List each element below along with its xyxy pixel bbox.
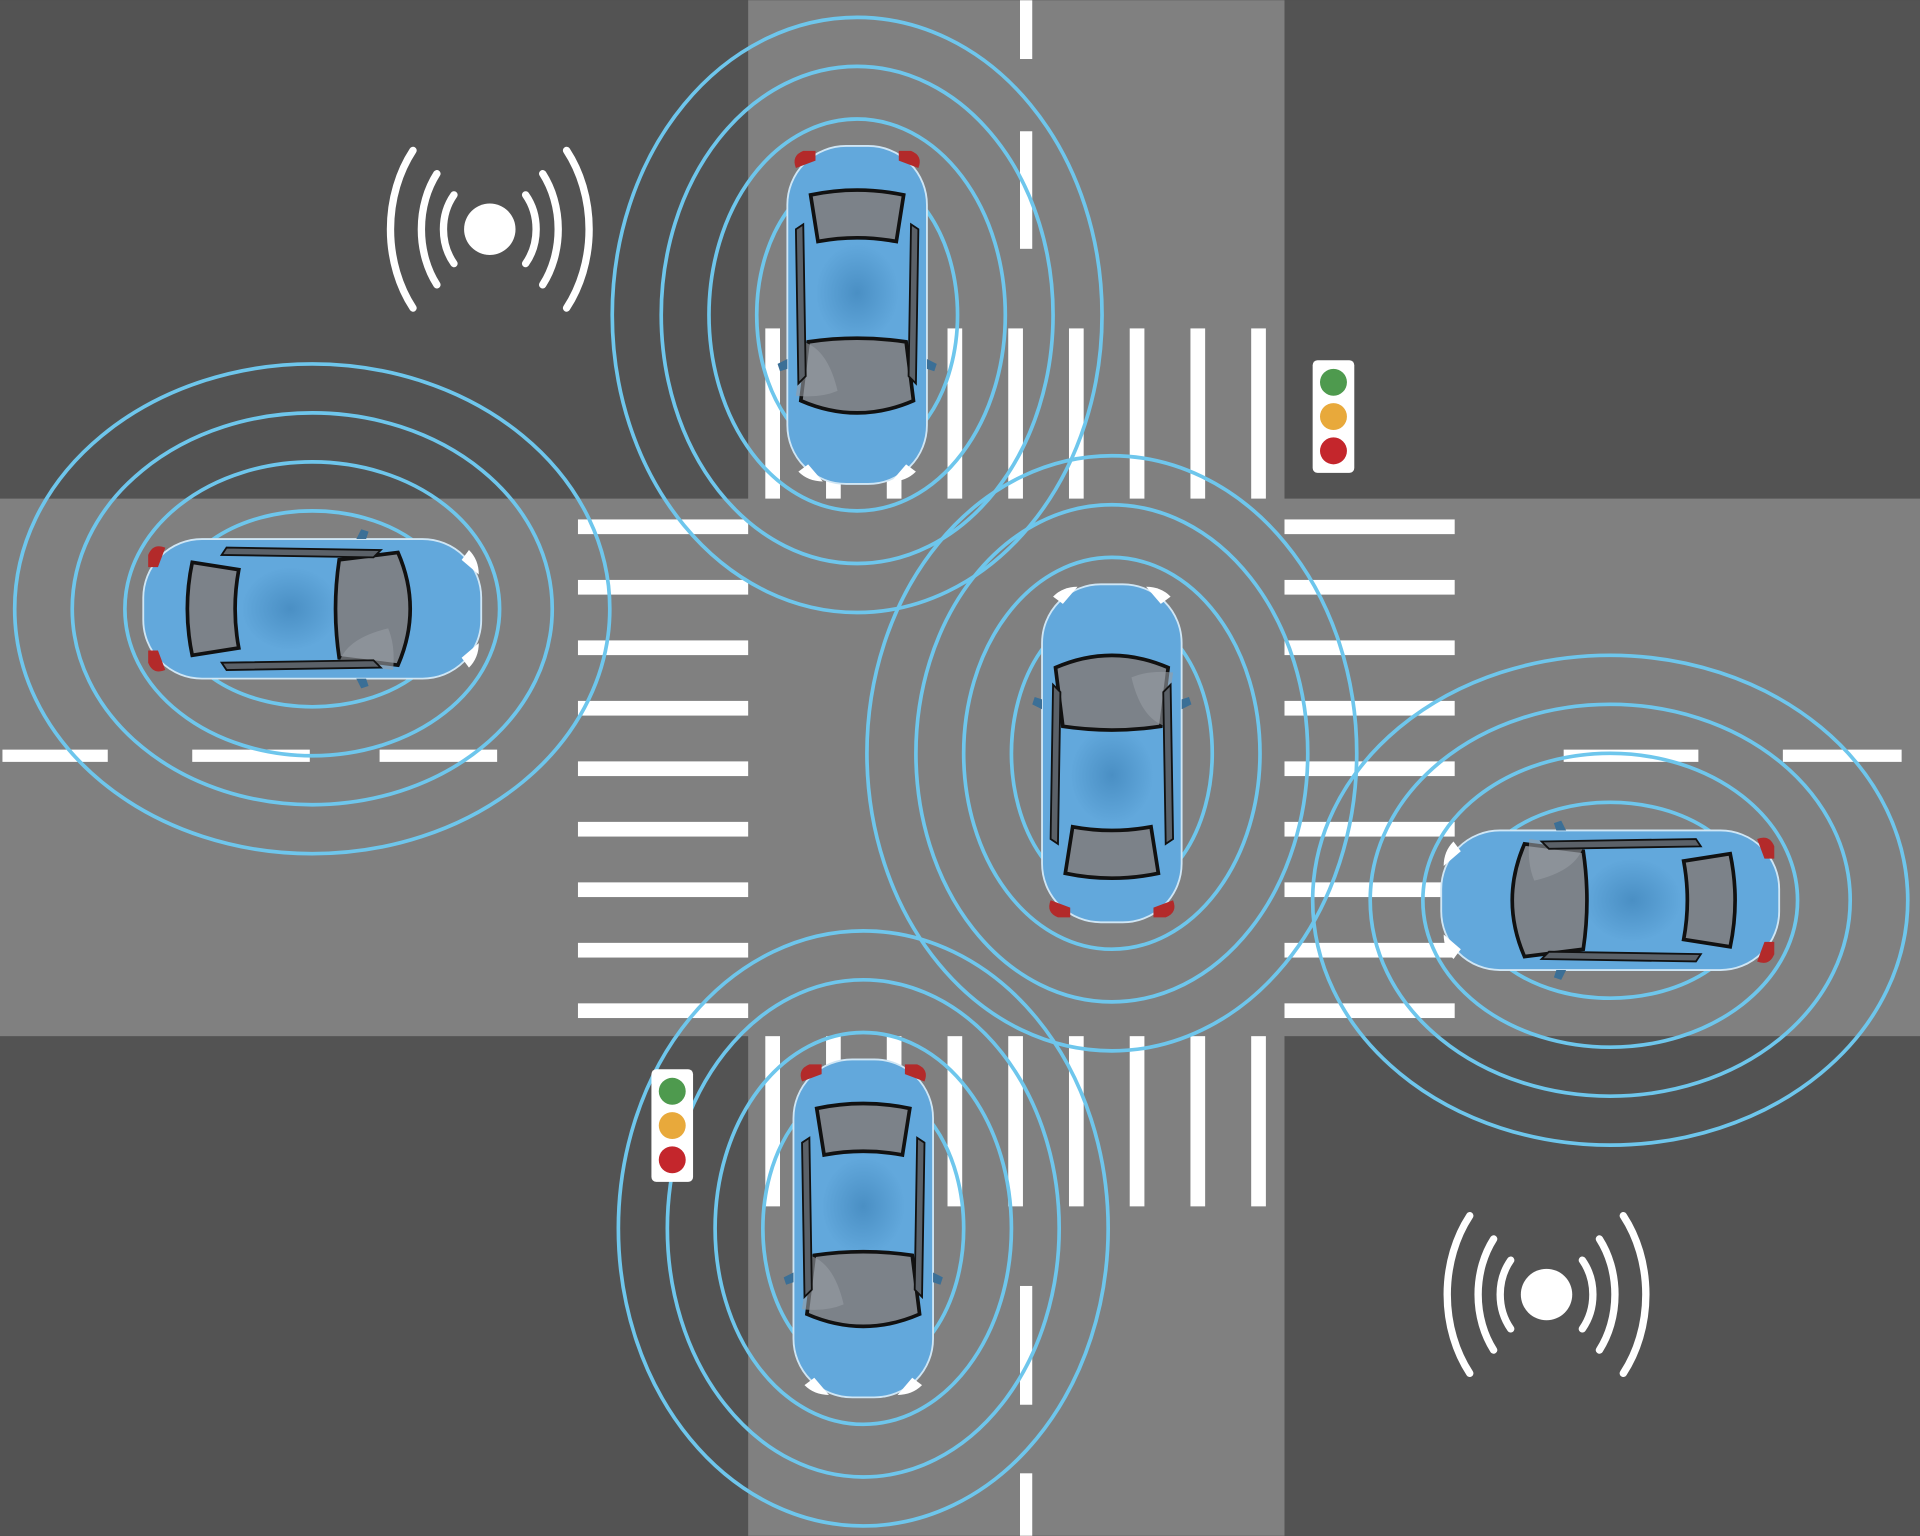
signal-ring [616, 929, 1110, 1528]
center-lane-dash [1020, 1473, 1033, 1536]
crosswalk-stripe-east [1284, 942, 1455, 958]
crosswalk-stripe-north [1129, 328, 1145, 499]
signal-arc [1619, 1212, 1650, 1377]
signal-ring [1368, 702, 1853, 1098]
wifi-beacon-icon [386, 146, 593, 312]
signal-ring [12, 362, 612, 856]
car-center [1030, 582, 1194, 925]
crosswalk-stripe-west [577, 579, 749, 595]
traffic-light-green [1320, 368, 1347, 396]
crosswalk-stripe-south [1068, 1036, 1084, 1207]
beacon-dot [1520, 1268, 1573, 1321]
beacon-dot [464, 203, 516, 255]
crosswalk-stripe-west [577, 882, 749, 898]
wireless-beacons [386, 146, 1650, 1377]
crosswalk-stripe-south [1129, 1036, 1145, 1207]
crosswalk-stripe-west [577, 1003, 749, 1019]
crosswalk-stripe-south [1190, 1036, 1206, 1207]
signal-ring [1310, 653, 1910, 1147]
crosswalk-stripe-east [1284, 821, 1455, 837]
signal-ring [914, 502, 1310, 1004]
crosswalk-stripe-west [577, 700, 749, 716]
signal-arc [562, 146, 593, 312]
signal-ring [659, 64, 1055, 566]
crosswalk-stripe-north [1190, 328, 1206, 499]
car-top [775, 144, 939, 486]
crosswalk-stripe-east [1284, 700, 1455, 716]
center-lane-dash [1782, 749, 1902, 762]
signal-ring [865, 453, 1359, 1053]
car-left [141, 527, 484, 691]
traffic-light-amber [1320, 403, 1347, 431]
crosswalk-stripe-north [1068, 328, 1084, 499]
crosswalk-stripe-west [577, 942, 749, 958]
traffic-light-top-right [1312, 360, 1355, 473]
signal-arc [386, 146, 417, 312]
center-lane-dash [2, 749, 108, 762]
crosswalk-stripe-north [765, 328, 780, 499]
wifi-beacon-icon [1443, 1212, 1650, 1377]
signal-ring [1421, 751, 1800, 1050]
signal-ring [70, 411, 555, 807]
crosswalk-stripe-east [1284, 579, 1455, 595]
signal-arc [539, 169, 562, 289]
signal-ring [961, 555, 1262, 952]
signal-arc [417, 169, 441, 289]
signal-arc [1595, 1235, 1619, 1354]
signal-arc [1496, 1256, 1515, 1333]
signal-arc [521, 191, 540, 268]
crosswalk-stripe-west [577, 761, 749, 777]
crosswalk-stripe-east [1284, 1003, 1455, 1019]
signal-arc [1443, 1212, 1474, 1377]
crosswalk-stripe-west [577, 640, 749, 656]
car-right [1439, 818, 1782, 982]
car-bottom [781, 1057, 945, 1400]
signal-ring [665, 977, 1062, 1479]
signal-ring [707, 117, 1008, 513]
signal-arc [1474, 1235, 1498, 1354]
crosswalk-stripe-west [577, 821, 749, 837]
signal-ring [123, 460, 502, 758]
traffic-light-bottom-left [651, 1069, 694, 1182]
crosswalk-stripe-east [1284, 640, 1455, 656]
signal-arc [1578, 1256, 1597, 1333]
signal-ring [713, 1030, 1014, 1427]
center-lane-dash [1020, 1285, 1033, 1405]
crosswalk-stripe-south [1251, 1036, 1266, 1207]
traffic-light-red [1320, 437, 1347, 465]
crosswalk-stripe-west [577, 519, 749, 535]
traffic-light-green [658, 1077, 686, 1105]
crosswalk-stripe-north [1251, 328, 1266, 499]
traffic-light-amber [658, 1112, 686, 1140]
signal-ring [610, 15, 1104, 615]
signal-arc [439, 191, 458, 268]
signal-rings [12, 15, 1910, 1528]
crosswalk-stripe-east [1284, 761, 1455, 777]
center-lane-dash [1020, 0, 1033, 60]
crosswalk-stripe-east [1284, 519, 1455, 535]
crosswalk-stripe-south [947, 1036, 963, 1207]
traffic-light-red [658, 1146, 686, 1174]
